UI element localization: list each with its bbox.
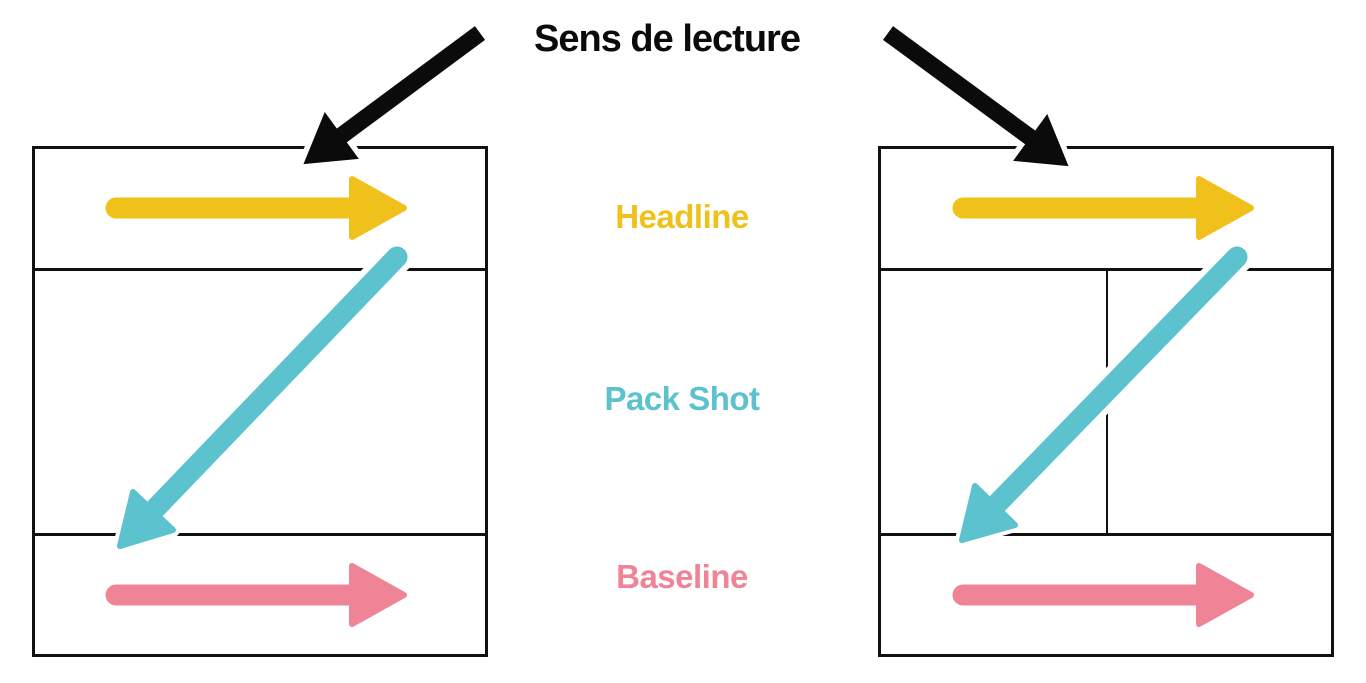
headline-label: Headline	[615, 198, 749, 235]
packshot-label: Pack Shot	[604, 380, 760, 417]
headline-section	[881, 149, 1331, 271]
title-callout-arrow-left	[294, 21, 489, 171]
packshot-vertical-divider	[1106, 271, 1108, 533]
ad-layout-right	[878, 146, 1334, 657]
baseline-section	[881, 536, 1331, 654]
packshot-section	[35, 271, 485, 536]
headline-section	[35, 149, 485, 271]
ad-layout-left	[32, 146, 488, 657]
diagram-title: Sens de lecture	[534, 18, 801, 60]
packshot-section-split	[881, 271, 1331, 536]
baseline-label: Baseline	[616, 558, 748, 595]
baseline-section	[35, 536, 485, 654]
